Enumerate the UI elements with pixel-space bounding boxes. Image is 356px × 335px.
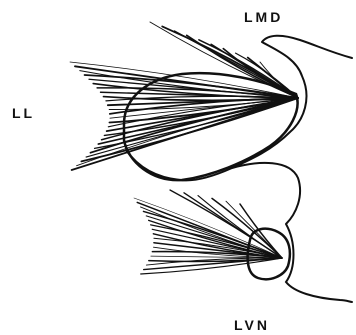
fiber-stroke [72, 98, 298, 170]
label-lvn: LVN [234, 317, 270, 333]
ll-fiber-bundle-lower [134, 190, 282, 274]
label-lmd: LMD [244, 9, 283, 25]
label-ll: LL [12, 105, 35, 121]
ll-fiber-bundle-upper [70, 22, 298, 170]
fiber-stroke [211, 44, 298, 98]
